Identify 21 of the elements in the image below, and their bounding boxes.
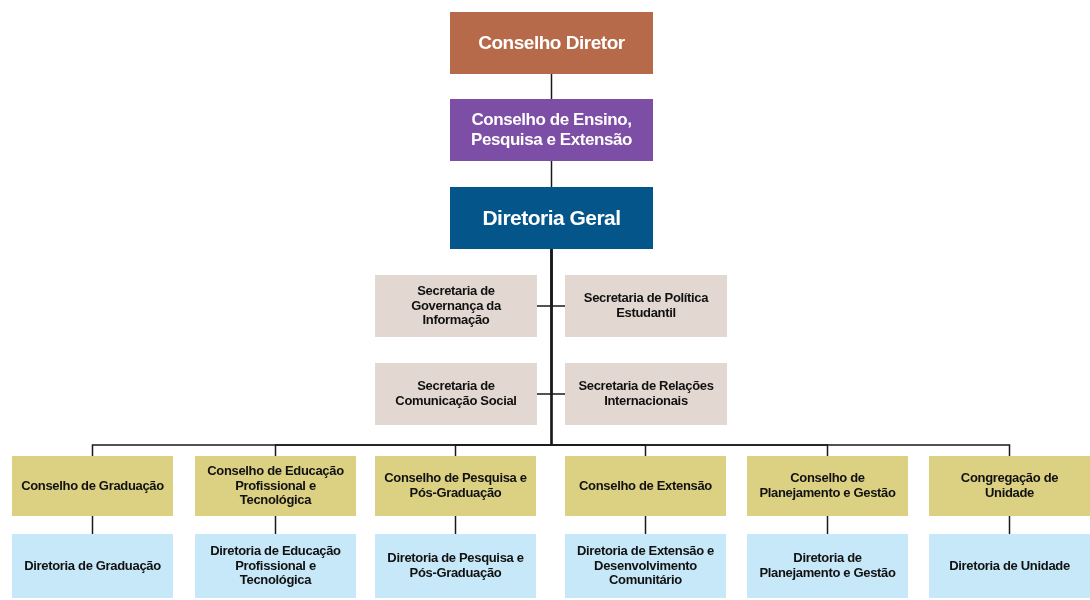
- council-box: Conselho de Graduação: [12, 456, 173, 516]
- directorate-box: Diretoria de Extensão e Desenvolvimento Comunitário: [565, 534, 726, 598]
- secretariat-box: Secretaria de Política Estudantil: [565, 275, 727, 337]
- directorate-box: Diretoria de Unidade: [929, 534, 1090, 598]
- council-box: Conselho de Pesquisa e Pós-Graduação: [375, 456, 536, 516]
- directorate-box: Diretoria de Graduação: [12, 534, 173, 598]
- secretariat-box: Secretaria de Governança da Informação: [375, 275, 537, 337]
- secretariat-box: Secretaria de Relações Internacionais: [565, 363, 727, 425]
- council-box: Congregação de Unidade: [929, 456, 1090, 516]
- council-box: Conselho de Ensino, Pesquisa e Extensão: [450, 99, 653, 161]
- council-box: Conselho de Educação Profissional e Tecnológica: [195, 456, 356, 516]
- connector-line: [550, 160, 553, 188]
- council-box: Conselho de Extensão: [565, 456, 726, 516]
- secretariat-box: Secretaria de Comunicação Social: [375, 363, 537, 425]
- directorate-box: Diretoria de Planejamento e Gestão: [747, 534, 908, 598]
- board-box: Conselho Diretor: [450, 12, 653, 74]
- directorate-box: Diretoria de Educação Profissional e Tecnológica: [195, 534, 356, 598]
- connector-line: [550, 73, 553, 100]
- directorate-box: Diretoria Geral: [450, 187, 653, 249]
- council-box: Conselho de Planejamento e Gestão: [747, 456, 908, 516]
- directorate-box: Diretoria de Pesquisa e Pós-Graduação: [375, 534, 536, 598]
